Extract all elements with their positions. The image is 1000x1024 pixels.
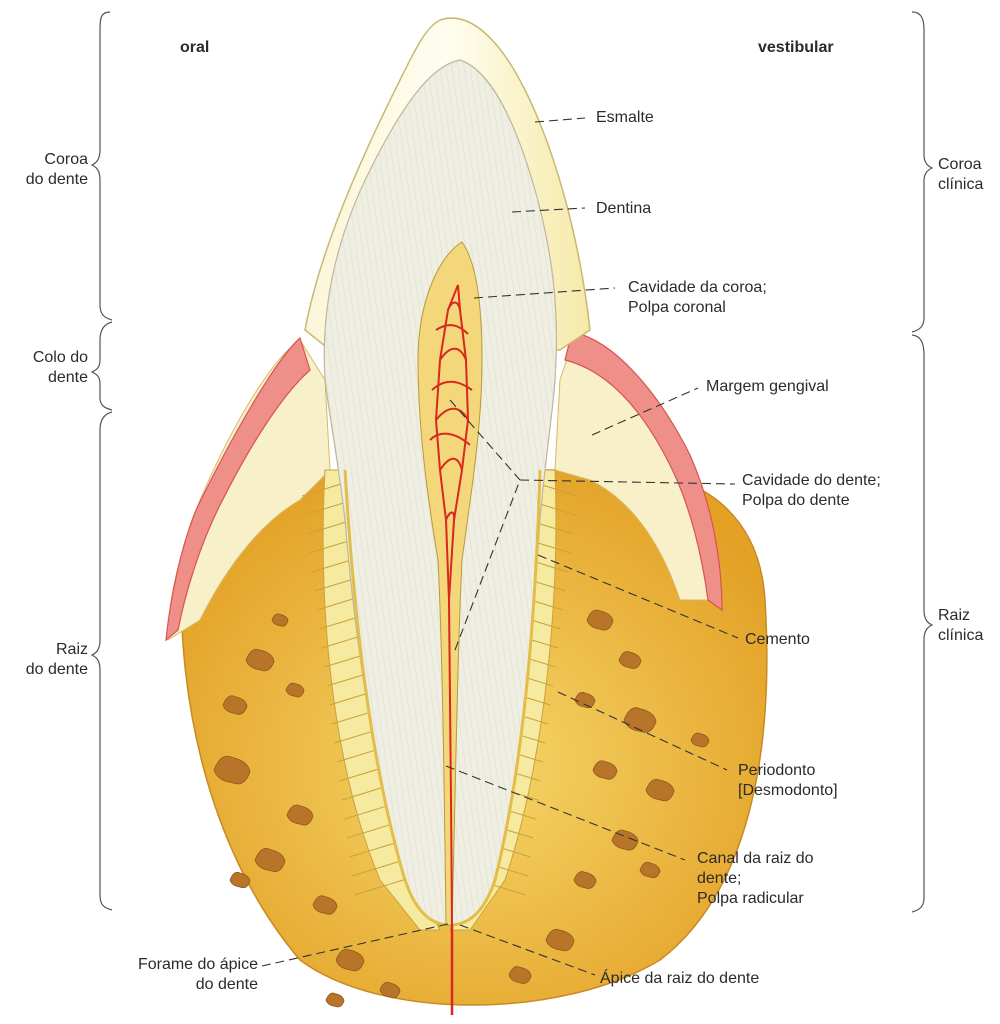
leader-enamel <box>535 118 585 122</box>
oral-label: oral <box>180 38 209 58</box>
cementum-label: Cemento <box>745 630 810 650</box>
vestibular-label: vestibular <box>758 38 834 58</box>
periodontium-label: Periodonto[Desmodonto] <box>738 761 838 801</box>
bracket-crown-left <box>92 12 112 320</box>
bone-marrow-space <box>326 993 344 1007</box>
enamel-label: Esmalte <box>596 108 654 128</box>
bracket-neck-left <box>92 322 112 410</box>
gingival-margin-label: Margem gengival <box>706 377 829 397</box>
crown-cavity-label: Cavidade da coroa;Polpa coronal <box>628 278 767 318</box>
root-apex-label: Ápice da raiz do dente <box>600 969 759 989</box>
bracket-clinical-root-right <box>912 335 932 912</box>
dentin-label: Dentina <box>596 199 651 219</box>
tooth-cavity-label: Cavidade do dente;Polpa do dente <box>742 471 881 511</box>
bracket-clinical-crown-right <box>912 12 932 332</box>
bracket-root-left <box>92 412 112 910</box>
